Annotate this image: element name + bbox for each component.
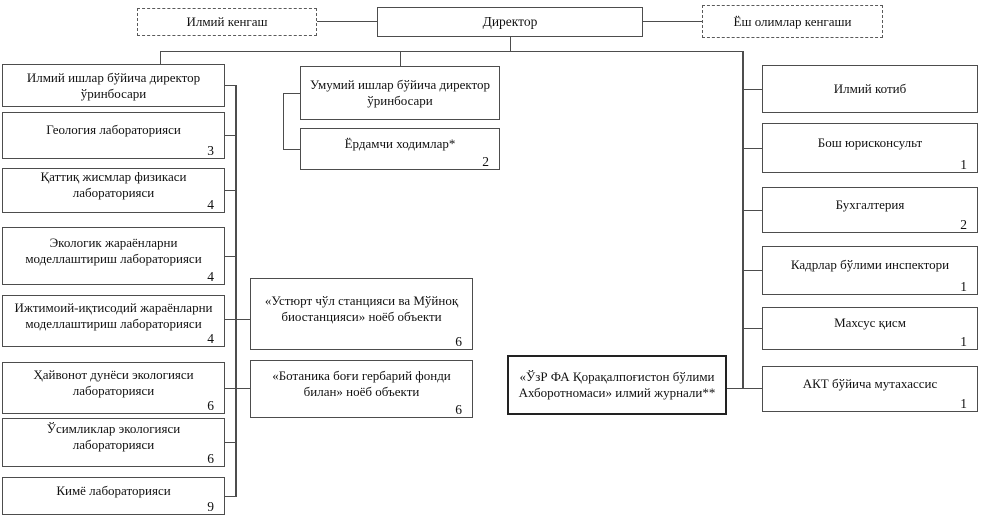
connector-main-horizontal	[160, 51, 744, 52]
stub-fauna-botanika	[225, 388, 250, 389]
accounting-count: 2	[960, 216, 967, 232]
bracket-vertical	[283, 93, 284, 150]
socioeconomic-lab-count: 4	[207, 330, 214, 346]
stub-geology	[225, 135, 235, 136]
stub-socioeconomic-ustyurt	[225, 319, 250, 320]
stub-hr	[744, 270, 762, 271]
left-trunk-line	[235, 85, 237, 497]
science-council-label: Илмий кенгаш	[186, 14, 268, 30]
flora-lab-label: Ўсимликлар экологияси лабораторияси	[46, 421, 181, 452]
ict-specialist-count: 1	[960, 395, 967, 411]
stub-journal-ict	[727, 388, 762, 389]
stub-accounting	[744, 210, 762, 211]
ustyurt-station-count: 6	[455, 333, 462, 349]
box-special-section: Махсус қисм 1	[762, 307, 978, 350]
hr-inspector-count: 1	[960, 278, 967, 294]
director-label: Директор	[482, 13, 538, 29]
accounting-label: Бухгалтерия	[835, 196, 905, 212]
stub-solidstate	[225, 190, 235, 191]
chemistry-lab-count: 9	[207, 498, 214, 514]
fauna-lab-label: Ҳайвонот дунёси экологияси лабораторияси	[33, 366, 194, 398]
young-scientists-label: Ёш олимлар кенгаши	[733, 13, 852, 29]
box-journal: «ЎзР ФА Қорақалпоғистон бўлими Ахборотно…	[507, 355, 727, 415]
ecomodel-lab-count: 4	[207, 268, 214, 284]
stub-flora	[225, 442, 235, 443]
solidstate-lab-label: Қаттиқ жисмлар физикаси лабораторияси	[40, 169, 187, 200]
box-assistants: Ёрдамчи ходимлар* 2	[300, 128, 500, 170]
box-fauna-lab: Ҳайвонот дунёси экологияси лабораторияси…	[2, 362, 225, 414]
box-ustyurt-station: «Устюрт чўл станцияси ва Мўйноқ биостанц…	[250, 278, 473, 350]
geology-lab-count: 3	[207, 142, 214, 158]
botanika-garden-count: 6	[455, 401, 462, 417]
botanika-garden-label: «Ботаника боғи гербарий фонди билан» ноё…	[272, 367, 451, 399]
legal-counsel-count: 1	[960, 156, 967, 172]
box-botanika-garden: «Ботаника боғи гербарий фонди билан» ноё…	[250, 360, 473, 418]
box-legal-counsel: Бош юрисконсульт 1	[762, 123, 978, 173]
bracket-top	[283, 93, 300, 94]
ict-specialist-label: АКТ бўйича мутахассис	[802, 375, 938, 391]
connector-director-drop	[510, 37, 511, 51]
legal-counsel-label: Бош юрисконсульт	[817, 134, 923, 150]
box-solidstate-lab: Қаттиқ жисмлар физикаси лабораторияси 4	[2, 168, 225, 213]
stub-special	[744, 328, 762, 329]
connector-director-youngscientists	[643, 21, 702, 22]
stub-left-deputy	[225, 85, 235, 86]
connector-council-director	[317, 21, 377, 22]
stub-chemistry	[225, 496, 235, 497]
scientific-secretary-label: Илмий котиб	[833, 81, 907, 97]
science-council-box: Илмий кенгаш	[137, 8, 317, 36]
box-ecomodel-lab: Экологик жараёнларни моделлаштириш лабор…	[2, 227, 225, 285]
stub-legal	[744, 148, 762, 149]
director-box: Директор	[377, 7, 643, 37]
general-deputy-label: Умумий ишлар бўйича директор ўринбосари	[309, 77, 491, 108]
box-socioeconomic-lab: Ижтимоий-иқтисодий жараёнларни моделлашт…	[2, 295, 225, 347]
box-geology-lab: Геология лабораторияси 3	[2, 112, 225, 159]
special-section-label: Махсус қисм	[834, 315, 906, 331]
connector-drop-general-deputy	[400, 51, 401, 66]
box-accounting: Бухгалтерия 2	[762, 187, 978, 233]
box-hr-inspector: Кадрлар бўлими инспектори 1	[762, 246, 978, 295]
hr-inspector-label: Кадрлар бўлими инспектори	[790, 257, 950, 273]
box-scientific-secretary: Илмий котиб	[762, 65, 978, 113]
box-science-deputy: Илмий ишлар бўйича директор ўринбосари	[2, 64, 225, 107]
box-general-deputy: Умумий ишлар бўйича директор ўринбосари	[300, 66, 500, 120]
bracket-bottom	[283, 149, 300, 150]
box-chemistry-lab: Кимё лабораторияси 9	[2, 477, 225, 515]
science-deputy-label: Илмий ишлар бўйича директор ўринбосари	[26, 69, 201, 101]
ustyurt-station-label: «Устюрт чўл станцияси ва Мўйноқ биостанц…	[264, 292, 459, 324]
socioeconomic-lab-label: Ижтимоий-иқтисодий жараёнларни моделлашт…	[14, 299, 213, 331]
fauna-lab-count: 6	[207, 397, 214, 413]
young-scientists-box: Ёш олимлар кенгаши	[702, 5, 883, 38]
journal-label: «ЎзР ФА Қорақалпоғистон бўлими Ахборотно…	[518, 369, 716, 400]
connector-drop-left-deputy	[160, 51, 161, 64]
right-trunk-line	[742, 51, 744, 389]
box-flora-lab: Ўсимликлар экологияси лабораторияси 6	[2, 418, 225, 467]
ecomodel-lab-label: Экологик жараёнларни моделлаштириш лабор…	[25, 234, 202, 266]
solidstate-lab-count: 4	[207, 196, 214, 212]
flora-lab-count: 6	[207, 450, 214, 466]
stub-secretary	[744, 89, 762, 90]
assistants-label: Ёрдамчи ходимлар*	[344, 135, 456, 151]
assistants-count: 2	[482, 153, 489, 169]
chemistry-lab-label: Кимё лабораторияси	[56, 482, 171, 498]
special-section-count: 1	[960, 333, 967, 349]
box-ict-specialist: АКТ бўйича мутахассис 1	[762, 366, 978, 412]
stub-ecomodel	[225, 256, 235, 257]
geology-lab-label: Геология лабораторияси	[46, 122, 181, 138]
